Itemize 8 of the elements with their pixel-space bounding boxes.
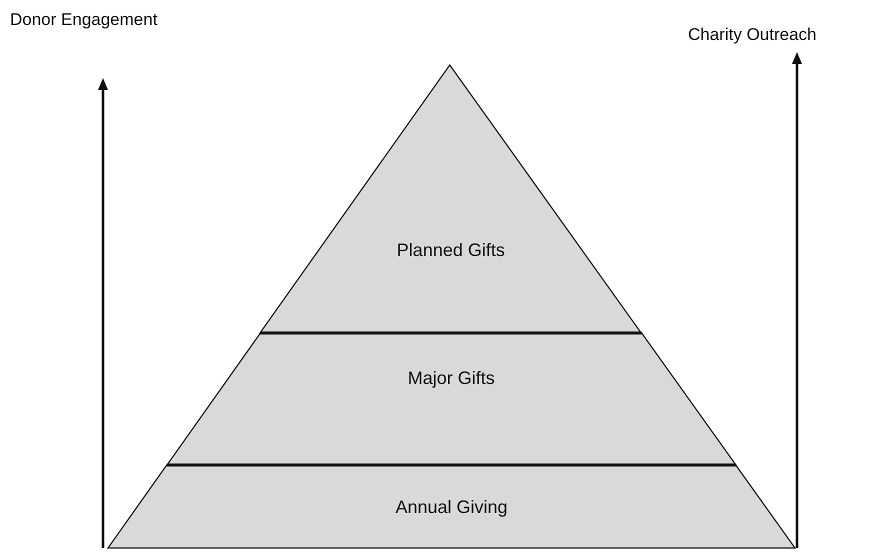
tier-label: Major Gifts <box>406 368 496 389</box>
axis-label: Charity Outreach <box>688 25 816 45</box>
axis-label: Donor Engagement <box>10 10 158 30</box>
pyramid-tier <box>260 65 642 333</box>
pyramid-tier <box>166 333 736 465</box>
tier-label: Planned Gifts <box>396 240 506 261</box>
tier-label: Annual Giving <box>394 497 509 518</box>
pyramid-tier <box>108 465 795 548</box>
